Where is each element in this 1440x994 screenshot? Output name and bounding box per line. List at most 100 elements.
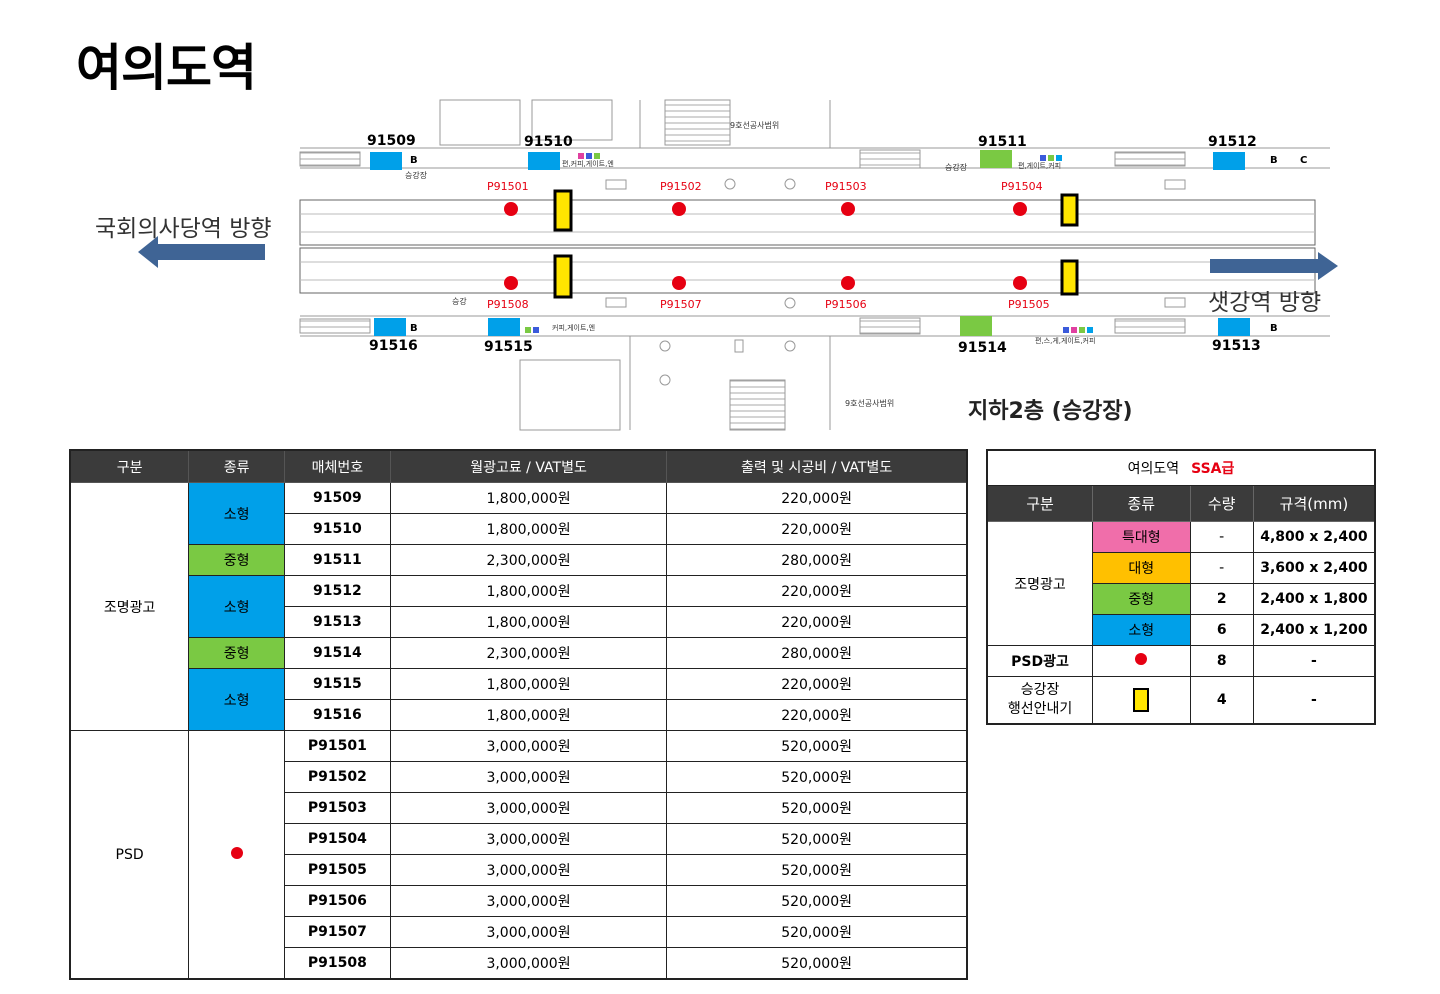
summary-header-spec: 규격(mm) — [1252, 485, 1376, 522]
media-code: 91516 — [283, 699, 391, 731]
media-code: P91508 — [283, 947, 391, 980]
monthly-fee: 1,800,000원 — [389, 513, 668, 545]
media-label: 91514 — [958, 340, 1007, 356]
media-code: 91512 — [283, 575, 391, 607]
psd-label: P91508 — [487, 298, 529, 311]
type-mid: 중형 — [188, 637, 285, 669]
install-cost: 520,000원 — [666, 761, 968, 793]
monthly-fee: 2,300,000원 — [389, 637, 668, 669]
guide-box-icon — [553, 254, 573, 299]
media-box-91512 — [1213, 152, 1245, 170]
floor-plan: 국회의사당역 방향 샛강역 방향 지하2층 (승강장) 9호선공사범위 9호선공… — [95, 99, 1338, 431]
arrow-right-icon — [1210, 252, 1338, 280]
psd-dot-icon — [672, 276, 686, 290]
table-row: PSD P91501 3,000,000원 520,000원 — [69, 730, 968, 980]
psd-label: P91501 — [487, 180, 529, 193]
summary-spec: 2,400 x 1,200 — [1252, 614, 1376, 646]
monthly-fee: 1,800,000원 — [389, 668, 668, 700]
summary-qty: 6 — [1189, 614, 1254, 646]
guide-box-icon — [1060, 193, 1079, 227]
summary-spec: 3,600 x 2,400 — [1252, 552, 1376, 584]
monthly-fee: 3,000,000원 — [389, 885, 668, 917]
media-label: 91510 — [524, 134, 573, 150]
psd-dot-icon — [841, 202, 855, 216]
summary-qty: - — [1189, 552, 1254, 584]
guide-box-icon — [553, 189, 573, 232]
table-row: P91504 3,000,000원 520,000원 — [70, 823, 968, 855]
install-cost: 220,000원 — [666, 606, 968, 638]
summary-type-large: 대형 — [1092, 552, 1191, 584]
install-cost: 220,000원 — [666, 668, 968, 700]
type-small: 소형 — [188, 575, 285, 638]
media-box-91514 — [960, 316, 992, 336]
c-mark: C — [1300, 155, 1307, 166]
floor-label: 지하2층 (승강장) — [968, 399, 1133, 424]
psd-dot-icon — [1013, 276, 1027, 290]
guide-box-icon — [1133, 688, 1150, 712]
monthly-fee: 3,000,000원 — [389, 730, 668, 762]
table-row: P91506 3,000,000원 520,000원 — [70, 885, 968, 917]
type-small: 소형 — [188, 668, 285, 731]
platform-label-b: 승강장 — [945, 162, 968, 172]
psd-label: P91506 — [825, 298, 867, 311]
media-code: 91511 — [283, 544, 391, 576]
summary-psd-label: PSD광고 — [986, 645, 1094, 677]
b-mark: B — [410, 323, 418, 334]
psd-dot-icon — [1135, 653, 1148, 665]
media-label: 91509 — [367, 133, 416, 149]
install-cost: 520,000원 — [666, 823, 968, 855]
media-box-91511 — [980, 150, 1012, 168]
table-row: 조명광고 소형 91509 1,800,000원 220,000원 — [69, 482, 968, 731]
table-row: P91502 3,000,000원 520,000원 — [70, 761, 968, 793]
group-psd: PSD — [69, 730, 190, 980]
media-label: 91513 — [1212, 338, 1261, 354]
install-cost: 220,000원 — [666, 575, 968, 607]
install-cost: 220,000원 — [666, 482, 968, 514]
summary-qty: 2 — [1189, 583, 1254, 615]
summary-qty: - — [1189, 521, 1254, 553]
media-code: P91507 — [283, 916, 391, 948]
header-category: 구분 — [69, 449, 190, 483]
summary-guide-label-line: 승강장 — [1020, 682, 1060, 698]
media-box-91510 — [528, 152, 560, 170]
psd-dot-icon — [1013, 202, 1027, 216]
monthly-fee: 1,800,000원 — [389, 575, 668, 607]
summary-header-row: 구분 종류 수량 규격(mm) — [986, 485, 1376, 522]
table-header-row: 구분 종류 매체번호 월광고료 / VAT별도 출력 및 시공비 / VAT별도 — [69, 449, 968, 483]
psd-dot-icon — [672, 202, 686, 216]
summary-row: 승강장 행선안내기 4 - — [986, 676, 1376, 725]
table-row: 소형 91512 1,800,000원 220,000원 — [70, 575, 968, 638]
page-title: 여의도역 — [76, 39, 257, 97]
media-box-91509 — [370, 152, 402, 170]
install-cost: 520,000원 — [666, 854, 968, 886]
media-code: P91503 — [283, 792, 391, 824]
header-type: 종류 — [188, 449, 285, 483]
media-code: 91510 — [283, 513, 391, 545]
monthly-fee: 1,800,000원 — [389, 699, 668, 731]
psd-dot-icon — [504, 276, 518, 290]
install-cost: 520,000원 — [666, 885, 968, 917]
summary-spec: - — [1252, 676, 1376, 725]
psd-dot-icon — [504, 202, 518, 216]
shop-chips — [525, 153, 1093, 333]
monthly-fee: 3,000,000원 — [389, 792, 668, 824]
type-small: 소형 — [188, 482, 285, 545]
media-code: 91515 — [283, 668, 391, 700]
direction-right-label: 샛강역 방향 — [1208, 290, 1321, 316]
summary-row: 조명광고 특대형 - 4,800 x 2,400 — [986, 521, 1376, 646]
install-cost: 520,000원 — [666, 792, 968, 824]
monthly-fee: 1,800,000원 — [389, 482, 668, 514]
media-box-91515 — [488, 318, 520, 336]
media-label: 91512 — [1208, 134, 1257, 150]
install-cost: 520,000원 — [666, 947, 968, 980]
media-box-91516 — [374, 318, 406, 336]
monthly-fee: 3,000,000원 — [389, 761, 668, 793]
media-code: P91502 — [283, 761, 391, 793]
monthly-fee: 3,000,000원 — [389, 854, 668, 886]
summary-grade: SSA급 — [1191, 461, 1235, 477]
monthly-fee: 1,800,000원 — [389, 606, 668, 638]
install-cost: 520,000원 — [666, 916, 968, 948]
shop-label-b: 편,게이트,커피 — [1018, 161, 1061, 170]
summary-type-small: 소형 — [1092, 614, 1191, 646]
summary-guide-label: 승강장 행선안내기 — [986, 676, 1094, 725]
